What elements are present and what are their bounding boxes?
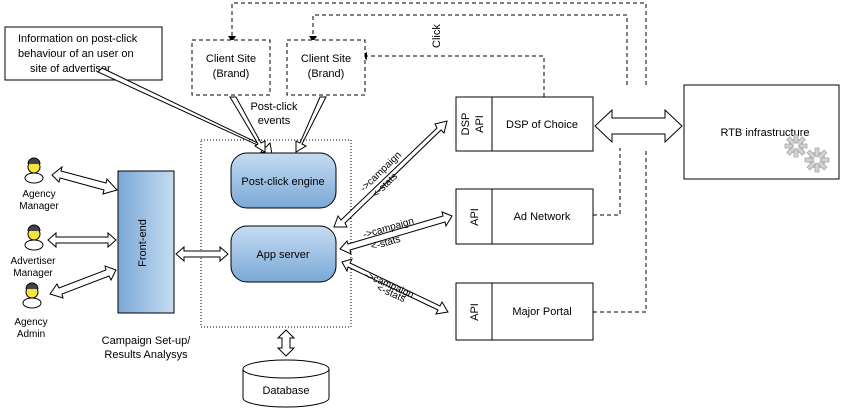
- post-click-engine-label: Post-click engine: [241, 176, 324, 188]
- user-advertiser-manager-line1: Advertiser: [10, 256, 56, 267]
- database-link-arrow: [276, 329, 296, 357]
- click-label: Click: [431, 24, 443, 48]
- channel-ad-network-name: Ad Network: [514, 211, 571, 223]
- front-end: Front-end: [117, 170, 175, 314]
- database-label: Database: [262, 385, 309, 397]
- rtb-infrastructure-label: RTB infrastructure: [720, 127, 809, 139]
- channel-ad-network: API Ad Network: [455, 188, 594, 245]
- user-agency-admin-line2: Admin: [17, 329, 45, 340]
- app-server-label: App server: [256, 249, 310, 261]
- channel-ad-network-api: API: [469, 208, 481, 226]
- channel-dsp: DSP API DSP of Choice: [455, 96, 594, 152]
- post-click-arrows: [97, 67, 327, 155]
- dsp-rtb-arrow: [594, 108, 683, 144]
- gear-icon: [784, 134, 830, 173]
- user-agency-manager: Agency Manager: [19, 157, 59, 212]
- client-site-2: Client Site (Brand): [286, 39, 366, 96]
- user-frontend-arrows: [47, 165, 118, 299]
- client-site-2-line1: Client Site: [301, 53, 351, 65]
- front-end-label: Front-end: [137, 219, 149, 267]
- platform-container: [200, 139, 352, 328]
- database: Database: [242, 359, 330, 408]
- channel-major-portal: API Major Portal: [455, 282, 594, 341]
- user-agency-admin-line1: Agency: [14, 317, 47, 328]
- note-line-3: site of advertiser: [30, 63, 111, 75]
- channel-major-portal-name: Major Portal: [512, 306, 571, 318]
- front-end-caption-1: Campaign Set-up/: [102, 335, 192, 347]
- channel-dsp-api-line1: DSP: [460, 113, 472, 136]
- note-line-2: behaviour of an user on: [18, 48, 134, 60]
- frontend-app-arrow: [175, 245, 229, 263]
- user-agency-manager-line2: Manager: [19, 201, 59, 212]
- client-site-1-line2: (Brand): [213, 68, 250, 80]
- note-line-1: Information on post-click: [18, 33, 138, 45]
- campaign-stats-arrows: [333, 120, 453, 315]
- note-box: Information on post-click behaviour of a…: [4, 26, 163, 81]
- client-site-1: Client Site (Brand): [191, 39, 271, 96]
- post-click-label-1: Post-click: [250, 101, 298, 113]
- channel-dsp-name: DSP of Choice: [506, 119, 578, 131]
- channel-dsp-api-line2: API: [474, 115, 486, 133]
- user-agency-admin: Agency Admin: [14, 282, 48, 340]
- user-advertiser-manager-line2: Manager: [13, 268, 53, 279]
- client-site-1-line1: Client Site: [206, 53, 256, 65]
- front-end-caption-2: Results Analysys: [104, 349, 188, 361]
- client-site-2-line2: (Brand): [308, 68, 345, 80]
- app-server: App server: [230, 225, 337, 283]
- channel-major-portal-api: API: [469, 303, 481, 321]
- click-dashed-lines: [231, 2, 647, 313]
- user-advertiser-manager: Advertiser Manager: [10, 224, 56, 279]
- post-click-engine: Post-click engine: [230, 152, 337, 209]
- user-agency-manager-line1: Agency: [22, 189, 55, 200]
- post-click-label-2: events: [258, 115, 291, 127]
